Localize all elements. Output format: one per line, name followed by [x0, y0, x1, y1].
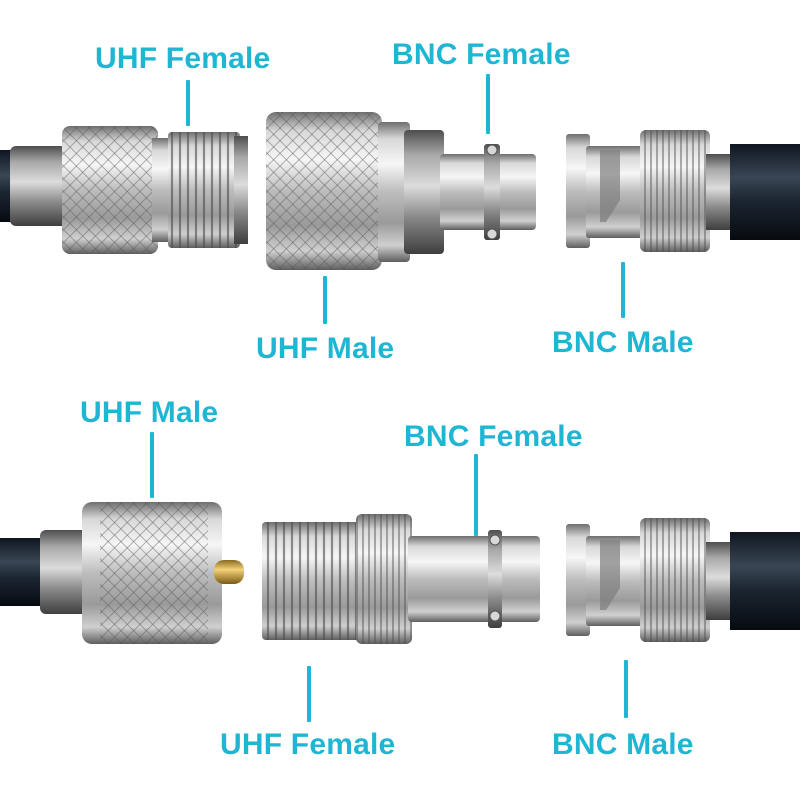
label-bnc-male-bottom: BNC Male: [552, 728, 694, 761]
label-bnc-female-top: BNC Female: [392, 38, 571, 71]
leader-line: [307, 666, 311, 722]
label-uhf-female-top: UHF Female: [95, 42, 271, 75]
leader-line: [486, 74, 490, 134]
leader-line: [474, 454, 478, 536]
label-uhf-male-top: UHF Male: [256, 332, 395, 365]
label-uhf-male-bottom: UHF Male: [80, 396, 219, 429]
label-bnc-male-top: BNC Male: [552, 326, 694, 359]
leader-line: [150, 432, 154, 498]
uhf-female-connector: [62, 126, 248, 254]
leader-line: [624, 660, 628, 718]
label-bnc-female-bottom: BNC Female: [404, 420, 583, 453]
leader-line: [621, 262, 625, 318]
uhf-male-to-bnc-female-adapter: [266, 112, 536, 270]
leader-line: [186, 80, 190, 126]
uhf-female-to-bnc-female-adapter: [262, 514, 540, 644]
leader-line: [323, 276, 327, 324]
label-uhf-female-bottom: UHF Female: [220, 728, 396, 761]
bnc-male-connector: [566, 130, 800, 252]
bnc-male-connector: [566, 518, 800, 642]
uhf-male-connector: [40, 502, 244, 644]
